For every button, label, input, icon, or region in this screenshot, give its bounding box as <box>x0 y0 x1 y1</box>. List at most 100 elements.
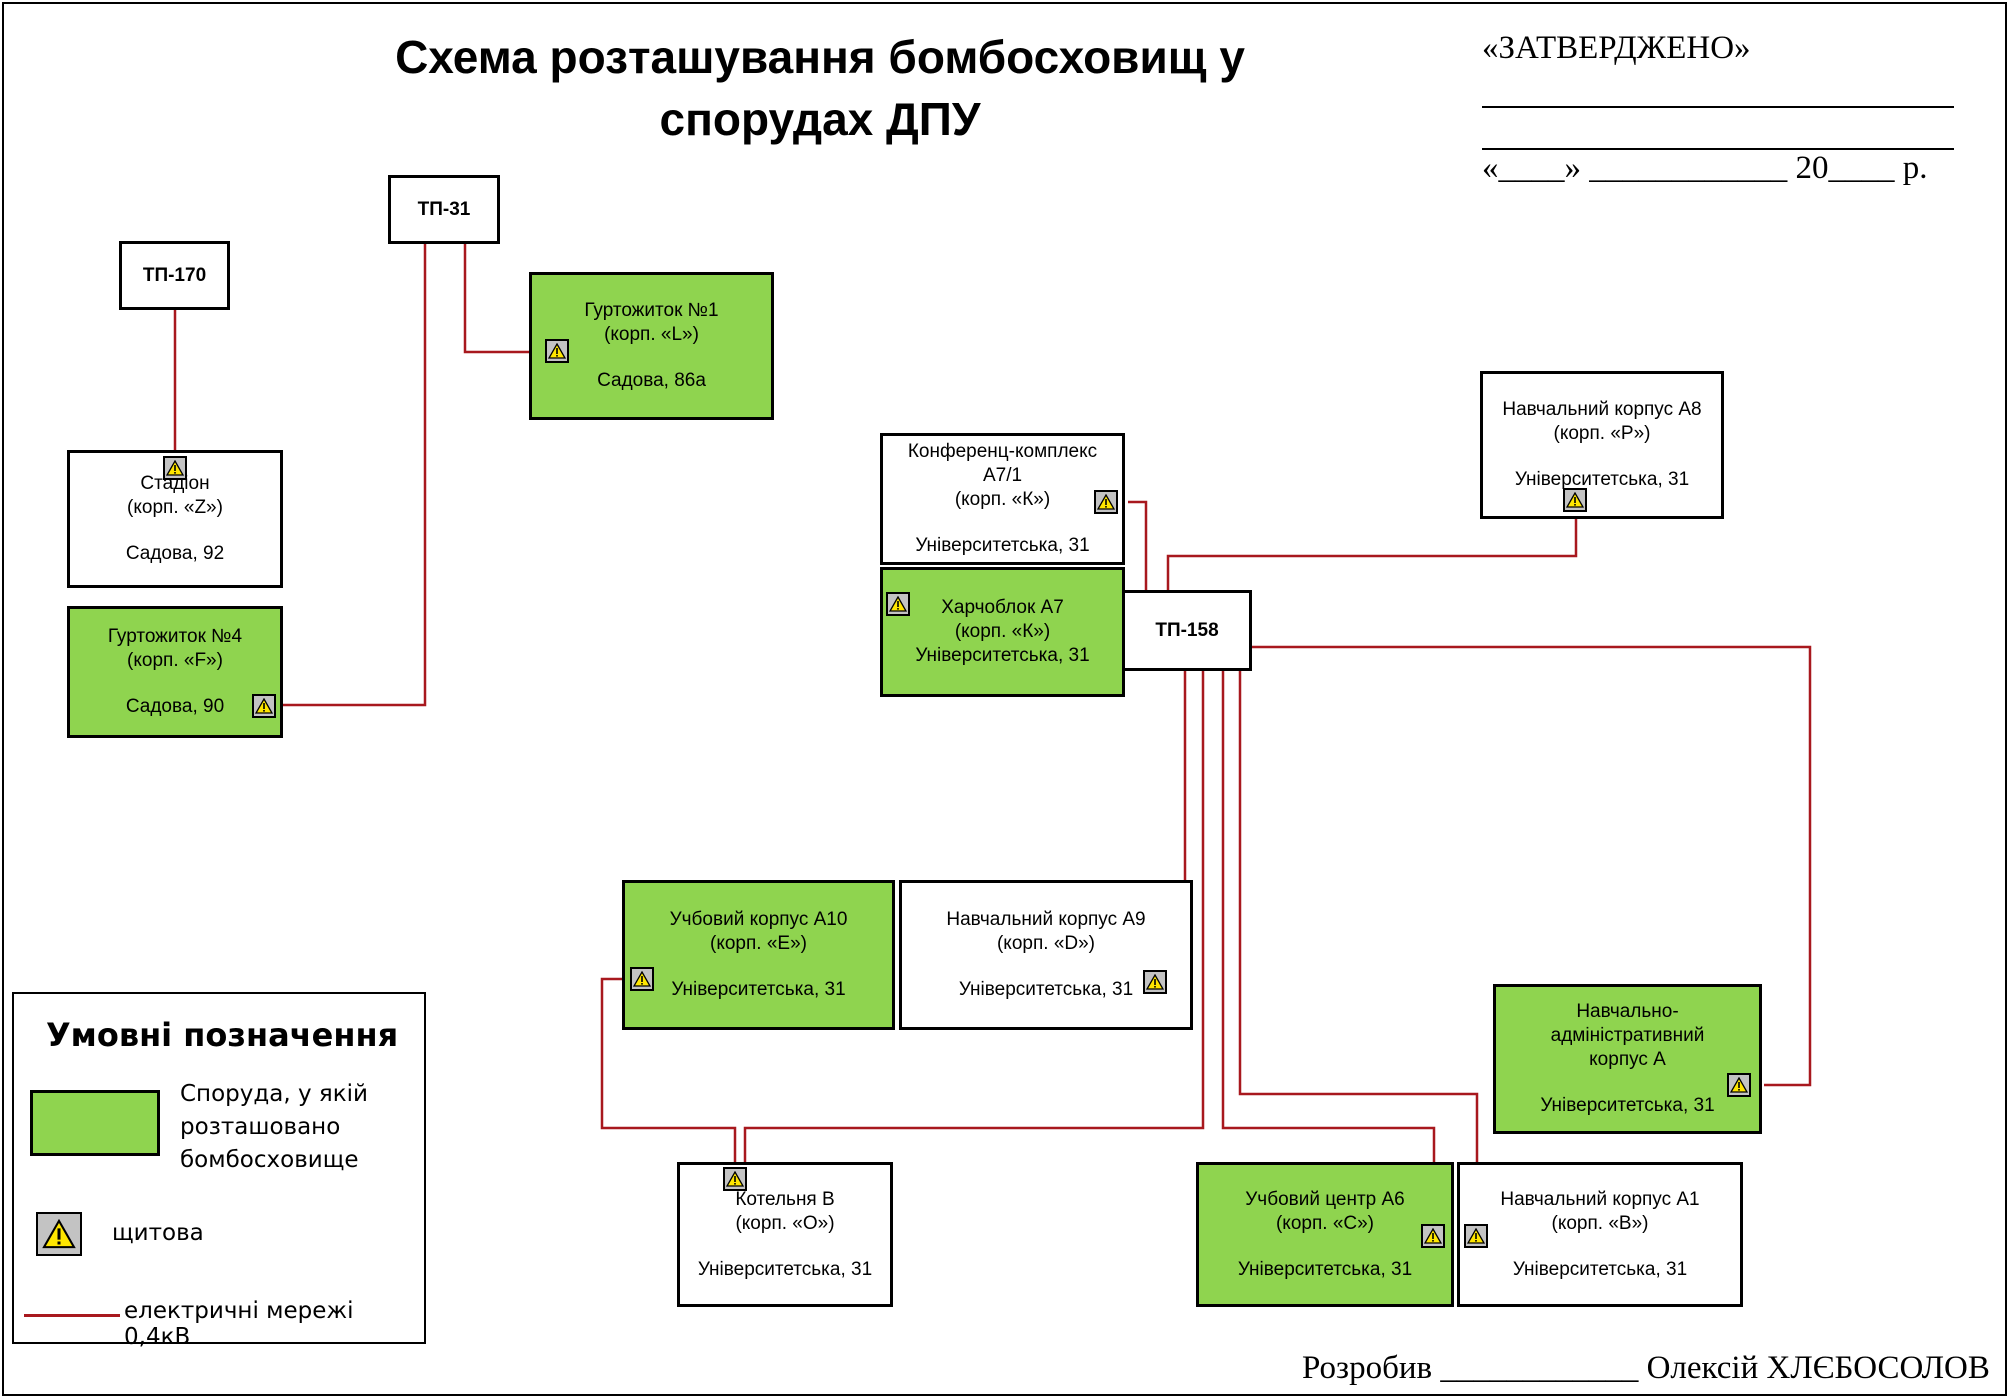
building-name: Котельня В <box>735 1188 835 1210</box>
building-corp: (корп. «D») <box>996 933 1095 954</box>
panel-a1[interactable] <box>1464 1224 1488 1248</box>
panel-stadion[interactable] <box>163 456 187 480</box>
building-adm[interactable]: Навчально- адміністративний корпус А Уні… <box>1493 984 1762 1134</box>
building-address: Університетська, 31 <box>1512 1258 1688 1280</box>
warning-icon <box>1146 974 1164 990</box>
warning-icon <box>255 698 273 714</box>
panel-harch[interactable] <box>886 592 910 616</box>
building-name: Гуртожиток №4 <box>107 626 243 647</box>
substation-tp158[interactable]: ТП-158 <box>1122 590 1252 671</box>
legend-shelter-swatch <box>30 1090 160 1156</box>
building-address: Університетська, 31 <box>1514 469 1690 490</box>
building-a1[interactable]: Навчальний корпус А1 (корп. «В») Універс… <box>1457 1162 1743 1307</box>
building-address: Університетська, 31 <box>915 645 1090 666</box>
building-name: Гуртожиток №1 <box>584 300 719 321</box>
diagram-title: Схема розташування бомбосховищ у споруда… <box>330 26 1310 150</box>
legend-network-label: електричні мережі 0,4кВ <box>124 1298 354 1350</box>
legend-network-swatch <box>24 1314 120 1317</box>
approval-date: «____» ____________ 20____ р. <box>1482 150 1928 186</box>
panel-konf[interactable] <box>1094 490 1118 514</box>
building-corp: (корп. «В») <box>1551 1212 1649 1234</box>
warning-icon <box>726 1171 744 1187</box>
building-name: Харчоблок А7 <box>941 597 1064 618</box>
substation-tp31[interactable]: ТП-31 <box>388 175 500 244</box>
building-name: Навчальний корпус А8 <box>1502 399 1702 420</box>
building-gurt4[interactable]: Гуртожиток №4 (корп. «F») Садова, 90 <box>67 606 283 738</box>
warning-icon <box>889 596 907 612</box>
line-tp158-a6 <box>1221 670 1436 1224</box>
line-tp31-gurt4 <box>277 242 427 707</box>
building-name-2: А7/1 <box>982 465 1023 486</box>
warning-icon <box>1424 1228 1442 1244</box>
building-a9[interactable]: Навчальний корпус А9 (корп. «D») Універс… <box>899 880 1193 1030</box>
panel-adm[interactable] <box>1727 1073 1751 1097</box>
building-name-1: Навчально- <box>1576 1001 1679 1022</box>
title-line-2: спорудах ДПУ <box>659 93 981 145</box>
building-name: Стадіон <box>140 473 210 494</box>
building-address: Університетська, 31 <box>697 1258 873 1280</box>
line-tp158-kotel <box>743 670 1205 1167</box>
substation-label: ТП-170 <box>142 264 207 286</box>
building-konf[interactable]: Конференц-комплекс А7/1 (корп. «К») Унів… <box>880 433 1125 565</box>
building-corp: (корп. «К») <box>954 489 1051 510</box>
building-harch[interactable]: Харчоблок А7 (корп. «К») Університетська… <box>880 567 1125 697</box>
building-address: Садова, 90 <box>125 696 225 717</box>
legend-panel-label: щитова <box>112 1220 204 1246</box>
building-name: Навчальний корпус А1 <box>1500 1188 1700 1210</box>
building-address: Університетська, 31 <box>958 979 1134 1000</box>
building-corp: (корп. «P») <box>1553 423 1651 444</box>
building-address: Садова, 86а <box>597 370 706 391</box>
building-name: Учбовий центр А6 <box>1245 1188 1405 1210</box>
building-a10[interactable]: Учбовий корпус А10 (корп. «E») Університ… <box>622 880 895 1030</box>
line-tp158-konf <box>1128 500 1148 592</box>
building-corp: (корп. «О») <box>735 1212 835 1234</box>
building-address: Університетська, 31 <box>1540 1095 1715 1116</box>
building-name-2: адміністративний <box>1550 1025 1705 1046</box>
panel-a9[interactable] <box>1143 970 1167 994</box>
developer-signature: Розробив ____________ Олексій ХЛЄБОСОЛОВ <box>1302 1350 1990 1386</box>
panel-gurt1[interactable] <box>545 339 569 363</box>
building-name: Навчальний корпус А9 <box>946 909 1146 930</box>
legend-title: Умовні позначення <box>46 1016 399 1054</box>
legend-shelter-label: Споруда, у якій розташовано бомбосховище <box>180 1081 368 1173</box>
substation-label: ТП-158 <box>1155 619 1219 641</box>
warning-icon <box>1730 1077 1748 1093</box>
panel-a10[interactable] <box>630 967 654 991</box>
warning-icon <box>166 460 184 476</box>
building-address: Університетська, 31 <box>671 979 846 1000</box>
title-line-1: Схема розташування бомбосховищ у <box>395 31 1245 83</box>
building-corp: (корп. «С») <box>1275 1212 1374 1234</box>
substation-tp170[interactable]: ТП-170 <box>119 241 230 310</box>
building-address: Університетська, 31 <box>1237 1258 1413 1280</box>
building-name-1: Конференц-комплекс <box>907 441 1098 462</box>
building-a6[interactable]: Учбовий центр А6 (корп. «С») Університет… <box>1196 1162 1454 1307</box>
warning-icon <box>1097 494 1115 510</box>
warning-icon <box>42 1219 76 1249</box>
building-corp: (корп. «L») <box>604 324 699 345</box>
building-name: Учбовий корпус А10 <box>669 909 848 930</box>
panel-a8[interactable] <box>1563 488 1587 512</box>
panel-gurt4[interactable] <box>252 694 276 718</box>
panel-a6[interactable] <box>1421 1224 1445 1248</box>
panel-kotel[interactable] <box>723 1167 747 1191</box>
line-tp31-gurt1 <box>463 242 543 354</box>
warning-icon <box>548 343 566 359</box>
warning-icon <box>1566 492 1584 508</box>
legend-panel-swatch <box>36 1212 82 1256</box>
building-address: Садова, 92 <box>125 543 225 564</box>
warning-icon <box>633 971 651 987</box>
line-tp158-a1 <box>1238 670 1479 1224</box>
building-gurt1[interactable]: Гуртожиток №1 (корп. «L») Садова, 86а <box>529 272 774 420</box>
building-corp: (корп. «F») <box>127 650 223 671</box>
line-tp158-a8 <box>1166 510 1578 592</box>
approval-line-2 <box>1482 148 1954 150</box>
approval-line-1 <box>1482 106 1954 108</box>
warning-icon <box>1467 1228 1485 1244</box>
building-name-3: корпус А <box>1589 1049 1666 1070</box>
line-tp158-adm <box>1251 645 1812 1087</box>
building-kotel[interactable]: Котельня В (корп. «О») Університетська, … <box>677 1162 893 1307</box>
building-corp: (корп. «К») <box>954 621 1051 642</box>
building-a8[interactable]: Навчальний корпус А8 (корп. «P») Універс… <box>1480 371 1724 519</box>
substation-label: ТП-31 <box>417 198 471 220</box>
